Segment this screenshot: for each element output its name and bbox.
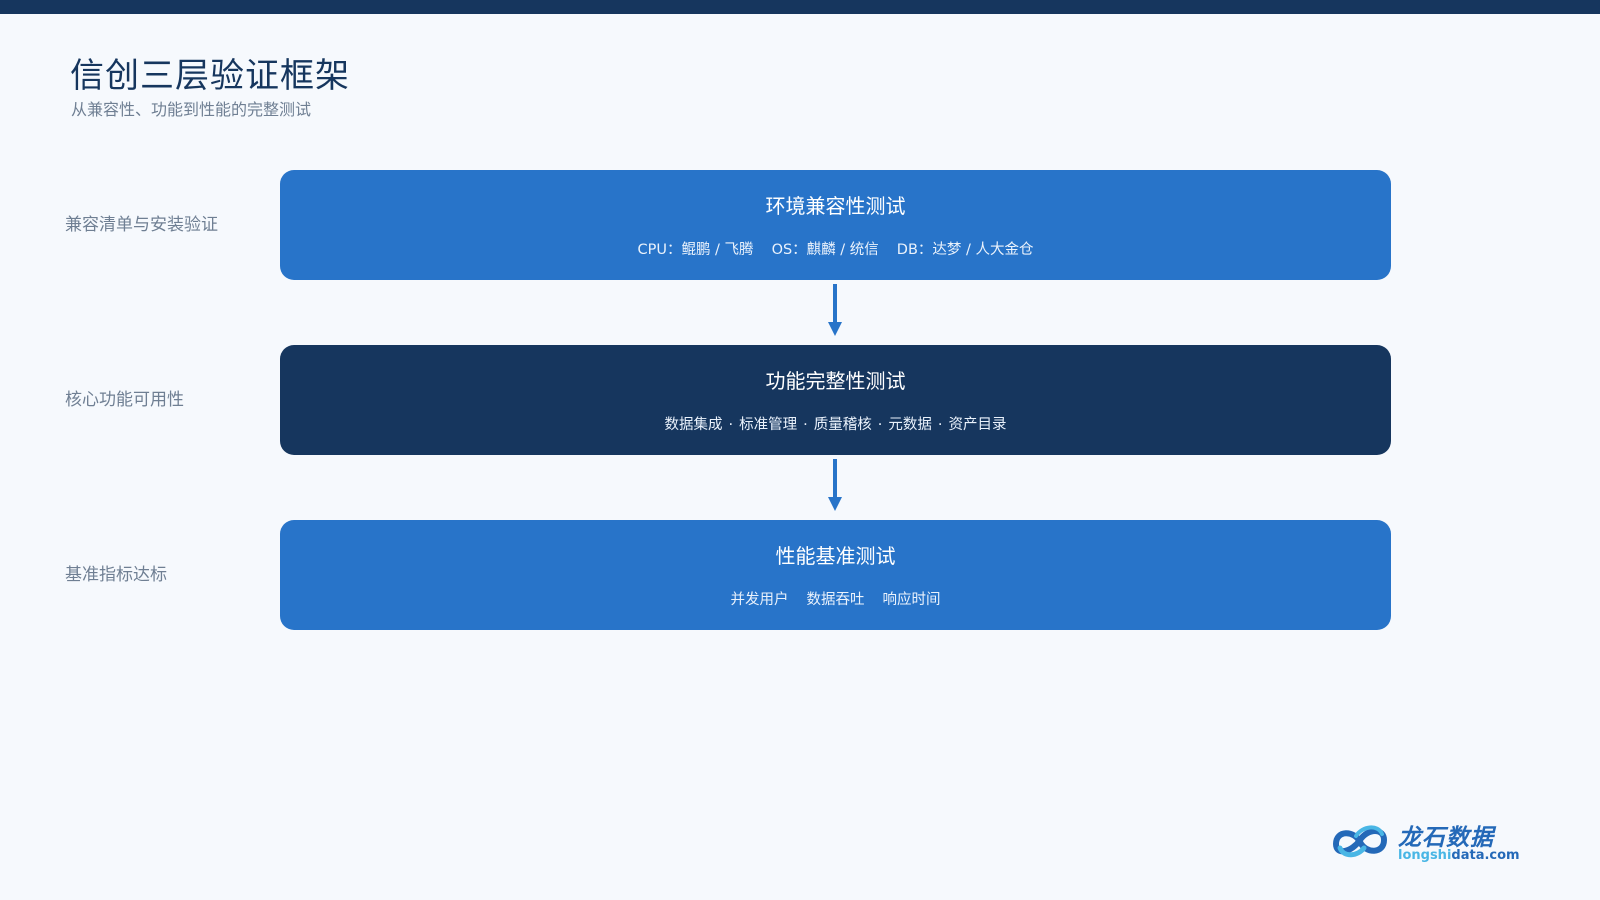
page-subtitle: 从兼容性、功能到性能的完整测试 xyxy=(71,100,312,119)
stage-item-throughput: 数据吞吐 xyxy=(806,592,865,608)
logo-domain-prefix: longshi xyxy=(1398,848,1452,863)
page-title: 信创三层验证框架 xyxy=(70,56,350,96)
stage-item-metadata: 元数据 xyxy=(888,417,932,433)
stage-item-standard-management: 标准管理 xyxy=(739,417,798,433)
stage-items: CPU：鲲鹏 / 飞腾 OS：麒麟 / 统信 DB：达梦 / 人大金仓 xyxy=(280,238,1391,259)
item-separator: · xyxy=(728,417,734,433)
stage-title: 性能基准测试 xyxy=(775,544,896,568)
stage-item-concurrent-users: 并发用户 xyxy=(730,592,789,608)
stage-compatibility-test: 环境兼容性测试 CPU：鲲鹏 / 飞腾 OS：麒麟 / 统信 DB：达梦 / 人大金… xyxy=(280,170,1391,280)
stage-items: 并发用户 数据吞吐 响应时间 xyxy=(280,588,1391,609)
stage-item-data-integration: 数据集成 xyxy=(664,417,723,433)
stage-title: 功能完整性测试 xyxy=(765,369,906,393)
logo-name: 龙石数据 xyxy=(1398,825,1494,851)
infinity-logo-icon xyxy=(1332,825,1388,858)
item-separator: · xyxy=(877,417,883,433)
stage-item-response-time: 响应时间 xyxy=(882,592,941,608)
stage-item-quality-audit: 质量稽核 xyxy=(813,417,872,433)
top-accent-bar xyxy=(0,0,1600,14)
stage-performance-test: 性能基准测试 并发用户 数据吞吐 响应时间 xyxy=(280,520,1391,630)
item-separator: · xyxy=(937,417,943,433)
item-separator: · xyxy=(803,417,808,433)
stage-title: 环境兼容性测试 xyxy=(765,194,906,218)
layer-label-performance: 基准指标达标 xyxy=(65,565,167,585)
stage-item-cpu: CPU：鲲鹏 / 飞腾 xyxy=(637,242,754,258)
layer-label-compatibility: 兼容清单与安装验证 xyxy=(65,215,218,235)
stage-items: 数据集成 · 标准管理 · 质量稽核 · 元数据 · 资产目录 xyxy=(280,413,1391,434)
brand-logo: 龙石数据 longshidata.com xyxy=(1330,818,1520,866)
logo-domain-suffix: data.com xyxy=(1451,848,1520,863)
stage-functionality-test: 功能完整性测试 数据集成 · 标准管理 · 质量稽核 · 元数据 · 资产目录 xyxy=(280,345,1391,455)
stage-item-os: OS：麒麟 / 统信 xyxy=(771,242,879,258)
down-arrow-icon xyxy=(828,459,842,511)
layer-label-functionality: 核心功能可用性 xyxy=(65,390,184,410)
stage-item-db: DB：达梦 / 人大金仓 xyxy=(896,242,1034,258)
stage-item-asset-catalog: 资产目录 xyxy=(948,417,1007,433)
down-arrow-icon xyxy=(828,284,842,336)
logo-domain: longshidata.com xyxy=(1398,848,1520,863)
